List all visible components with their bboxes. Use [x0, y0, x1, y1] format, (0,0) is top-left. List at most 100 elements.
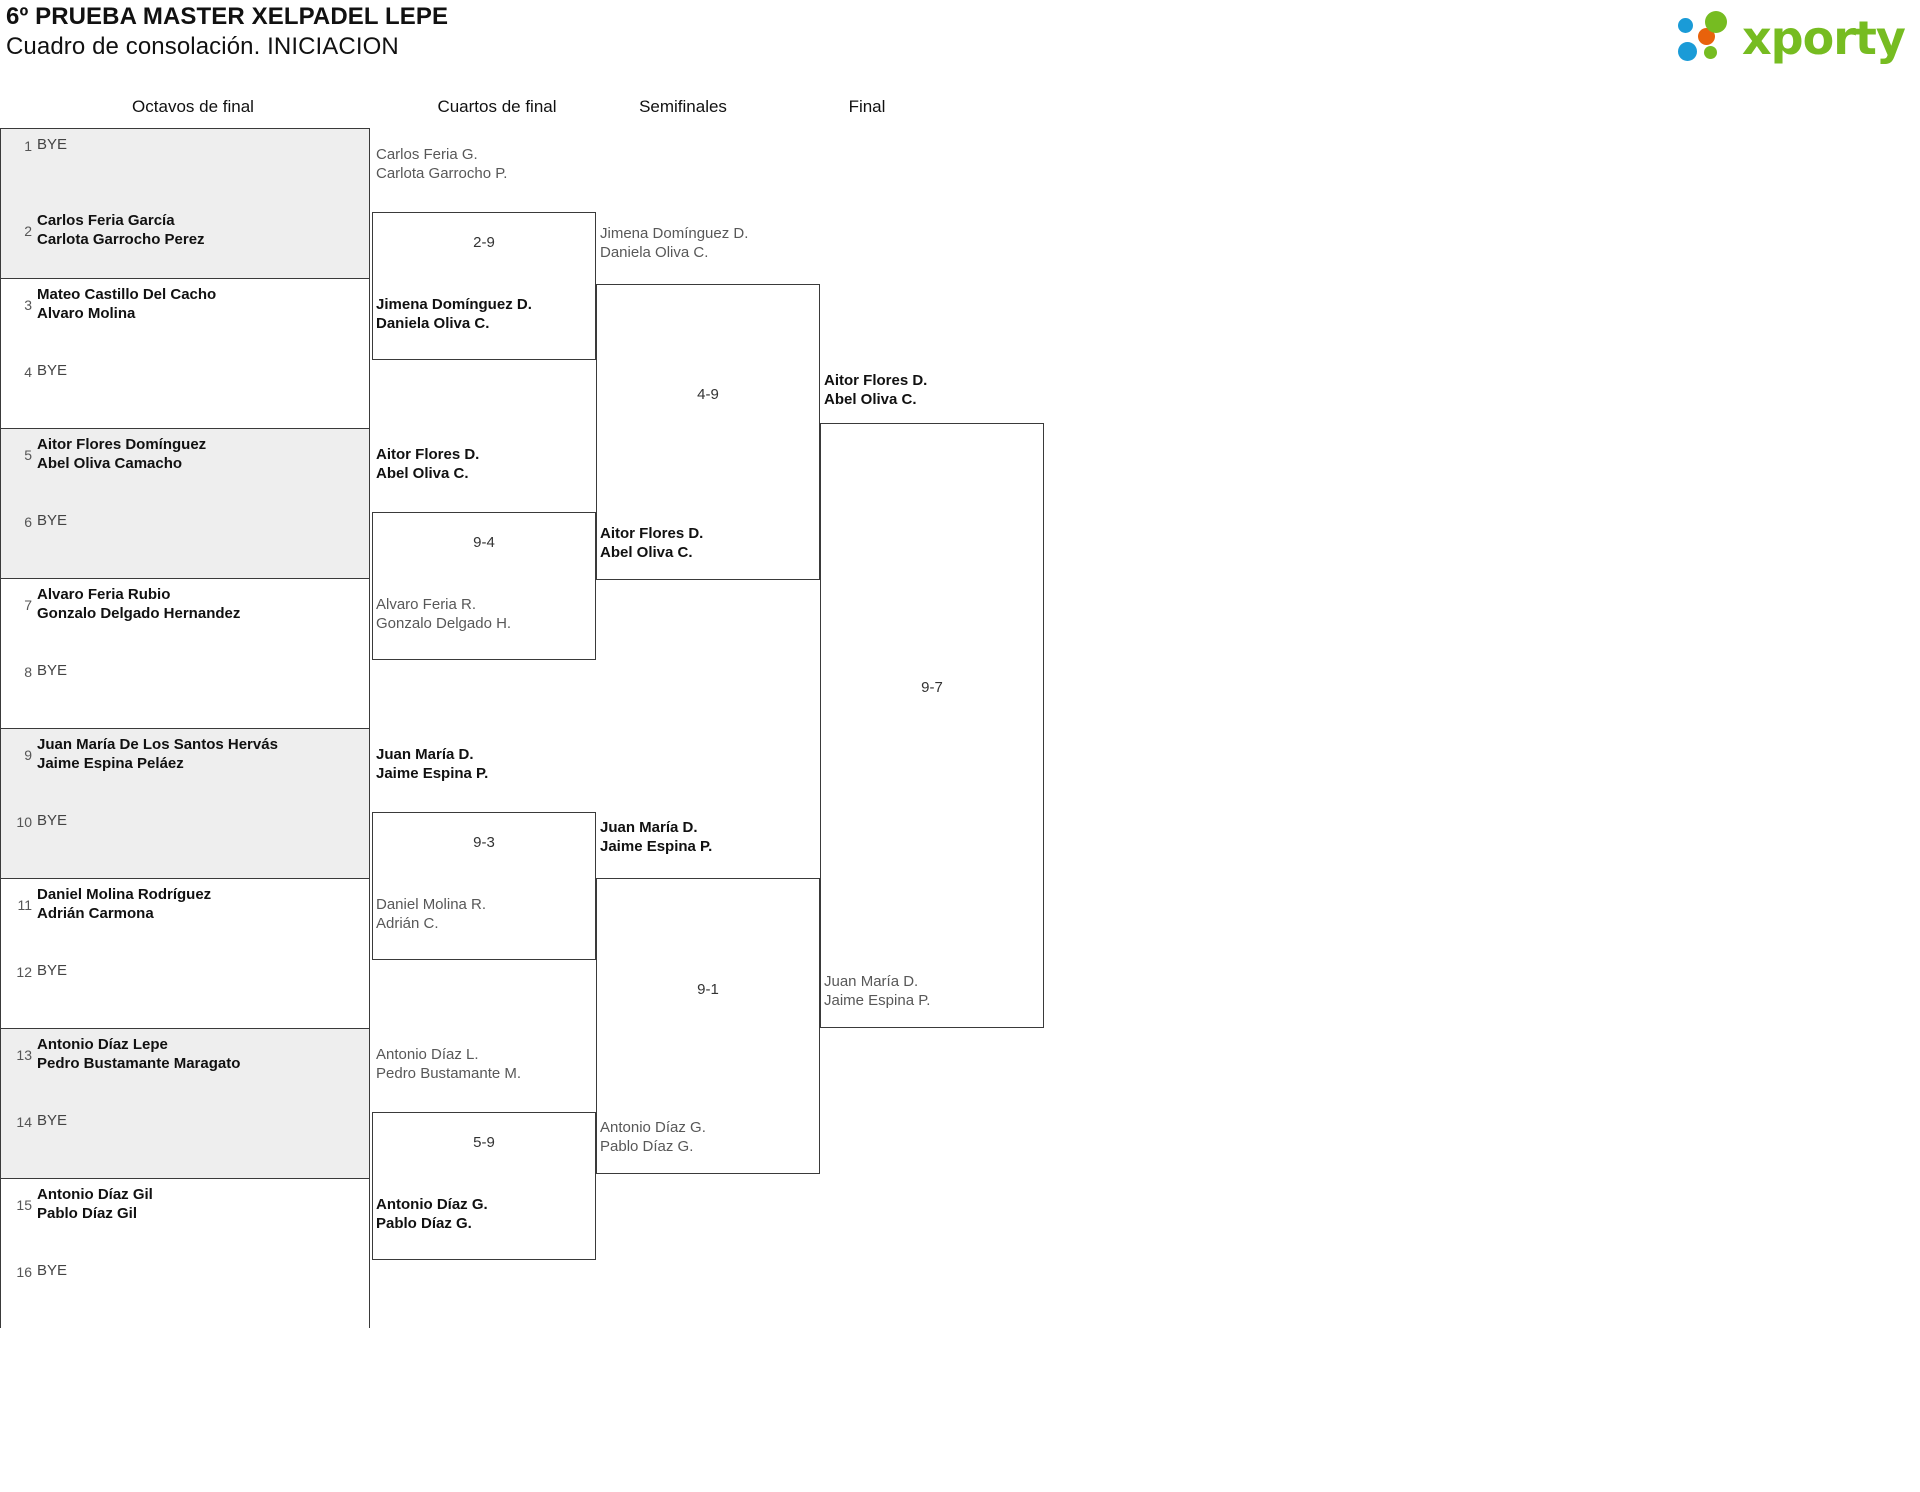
player-name-line1: Antonio Díaz L. — [376, 1046, 479, 1063]
round2-team-bottom[interactable]: Alvaro Feria R.Gonzalo Delgado H. — [376, 595, 511, 633]
bye-label: BYE — [37, 512, 68, 529]
match-score: 4-9 — [697, 386, 719, 403]
round1-slot[interactable]: 8 BYE — [1, 661, 369, 701]
round1-pair-block — [1, 879, 369, 1029]
round3-team-top[interactable]: Juan María D.Jaime Espina P. — [600, 818, 712, 856]
round3-connector-box — [596, 878, 820, 1174]
round2-team-top[interactable]: Antonio Díaz L. Pedro Bustamante M. — [376, 1045, 521, 1083]
match-score: 9-1 — [697, 981, 719, 998]
seed-number: 5 — [24, 447, 32, 463]
round1-team-names: BYE — [37, 811, 363, 830]
round3-connector-box — [596, 284, 820, 580]
round1-slot[interactable]: 6 BYE — [1, 511, 369, 551]
player-name-line2: Carlota Garrocho Perez — [37, 231, 205, 248]
player-name-line1: Aitor Flores Domínguez — [37, 436, 207, 453]
player-name-line2: Pablo Díaz G. — [600, 1138, 694, 1155]
seed-number: 16 — [16, 1264, 32, 1280]
round1-pair-block — [1, 129, 369, 279]
player-name-line2: Daniela Oliva C. — [600, 244, 709, 261]
player-name-line2: Jaime Espina P. — [824, 992, 931, 1009]
seed-number: 9 — [24, 747, 32, 763]
seed-number: 7 — [24, 597, 32, 613]
round3-team-bottom[interactable]: Antonio Díaz G. Pablo Díaz G. — [600, 1118, 706, 1156]
round2-team-top[interactable]: Carlos Feria G.Carlota Garrocho P. — [376, 145, 507, 183]
round-header-semifinales: Semifinales — [639, 97, 727, 116]
round2-connector-box — [372, 512, 596, 660]
round1-pair-block — [1, 729, 369, 879]
round2-team-top[interactable]: Juan María D. Jaime Espina P. — [376, 745, 488, 783]
page-header: 6º PRUEBA MASTER XELPADEL LEPE Cuadro de… — [0, 0, 1920, 78]
seed-number: 3 — [24, 297, 32, 313]
logo-wordmark: xporty — [1742, 11, 1906, 65]
round3-team-bottom[interactable]: Aitor Flores D.Abel Oliva C. — [600, 524, 703, 562]
round2-team-bottom[interactable]: Antonio Díaz G.Pablo Díaz G. — [376, 1195, 488, 1233]
player-name-line1: Antonio Díaz Gil — [37, 1186, 153, 1203]
round2-team-bottom[interactable]: Daniel Molina R.Adrián C. — [376, 895, 486, 933]
match-score: 9-7 — [921, 679, 943, 696]
title-block: 6º PRUEBA MASTER XELPADEL LEPE Cuadro de… — [6, 2, 448, 62]
player-name-line2: Pedro Bustamante M. — [376, 1065, 522, 1082]
player-name-line1: Aitor Flores D. — [600, 525, 704, 542]
player-name-line1: Jimena Domínguez D. — [376, 296, 532, 313]
xporty-logo[interactable]: xporty — [1678, 8, 1908, 68]
round4-connector-box — [820, 423, 1044, 1028]
round1-pair-block — [1, 429, 369, 579]
round1-slot[interactable]: 16 BYE — [1, 1261, 369, 1301]
player-name-line2: Gonzalo Delgado H. — [376, 615, 512, 632]
seed-number: 8 — [24, 664, 32, 680]
player-name-line2: Pablo Díaz G. — [376, 1215, 472, 1232]
player-name-line1: Aitor Flores D. — [376, 446, 480, 463]
logo-dots-icon — [1678, 11, 1740, 64]
player-name-line1: Juan María D. — [600, 819, 698, 836]
bye-label: BYE — [37, 362, 68, 379]
match-score: 9-4 — [473, 534, 495, 551]
player-name-line1: Carlos Feria G. — [376, 146, 478, 163]
player-name-line2: Jaime Espina Peláez — [37, 755, 184, 772]
round3-team-top[interactable]: Jimena Domínguez D. Daniela Oliva C. — [600, 224, 748, 262]
round1-team-names: BYE — [37, 1111, 363, 1130]
player-name-line1: Juan María D. — [376, 746, 474, 763]
round1-team-names: BYE — [37, 661, 363, 680]
seed-number: 12 — [16, 964, 32, 980]
bye-label: BYE — [37, 1112, 68, 1129]
seed-number: 13 — [16, 1047, 32, 1063]
player-name-line2: Jaime Espina P. — [376, 765, 489, 782]
player-name-line1: Daniel Molina R. — [376, 896, 487, 913]
round4-team-bottom[interactable]: Juan María D.Jaime Espina P. — [824, 972, 930, 1010]
round1-team-names: BYE — [37, 1261, 363, 1280]
seed-number: 10 — [16, 814, 32, 830]
player-name-line1: Juan María De Los Santos Hervás — [37, 736, 278, 753]
round2-team-top[interactable]: Aitor Flores D. Abel Oliva C. — [376, 445, 479, 483]
tournament-subtitle: Cuadro de consolación. INICIACION — [6, 33, 399, 60]
player-name-line1: Jimena Domínguez D. — [600, 225, 749, 242]
seed-number: 6 — [24, 514, 32, 530]
round2-team-bottom[interactable]: Jimena Domínguez D.Daniela Oliva C. — [376, 295, 532, 333]
round4-team-top[interactable]: Aitor Flores D.Abel Oliva C. — [824, 371, 927, 409]
player-name-line1: Antonio Díaz G. — [600, 1119, 706, 1136]
round2-connector-box — [372, 1112, 596, 1260]
player-name-line2: Abel Oliva C. — [824, 391, 917, 408]
round1-slot[interactable]: 10 BYE — [1, 811, 369, 851]
round1-pair-block — [1, 1029, 369, 1179]
seed-number: 1 — [24, 138, 32, 154]
player-name-line1: Carlos Feria García — [37, 212, 175, 229]
player-name-line2: Abel Oliva C. — [376, 465, 469, 482]
